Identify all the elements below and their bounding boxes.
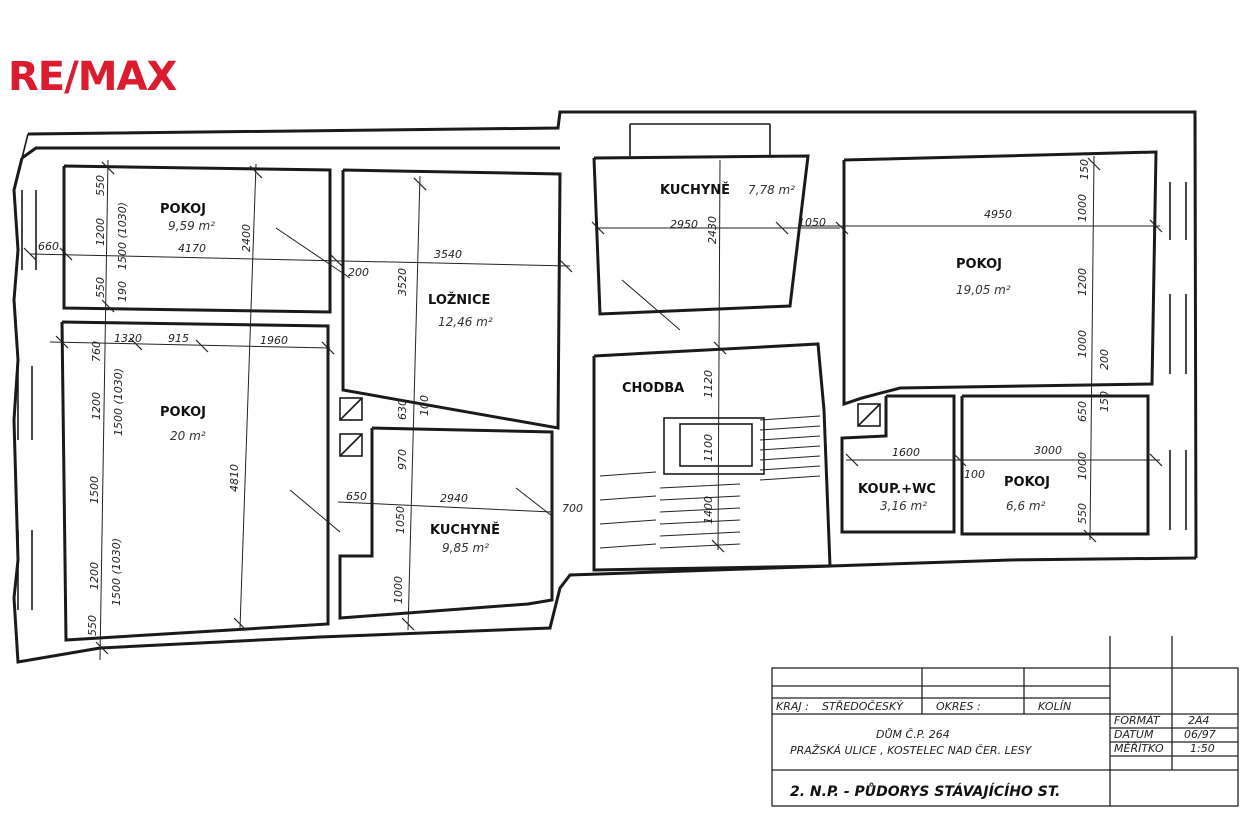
room-name: POKOJ	[956, 257, 1002, 272]
svg-text:4170: 4170	[178, 242, 206, 255]
svg-text:3520: 3520	[396, 268, 409, 296]
svg-text:150: 150	[1078, 159, 1091, 180]
svg-text:700: 700	[562, 502, 583, 515]
address: PRAŽSKÁ ULICE , KOSTELEC NAD ČER. LESY	[790, 744, 1033, 757]
room-name: LOŽNICE	[428, 292, 490, 308]
drawing-title: 2. N.P. - PŮDORYS STÁVAJÍCÍHO ST.	[790, 783, 1060, 800]
kraj-label: KRAJ :	[776, 700, 809, 713]
svg-text:2940: 2940	[440, 492, 468, 505]
svg-text:970: 970	[396, 449, 409, 470]
svg-text:4950: 4950	[984, 208, 1012, 221]
svg-text:200: 200	[348, 266, 369, 279]
room-area: 20 m²	[170, 429, 206, 443]
datum-value: 06/97	[1184, 728, 1216, 741]
svg-text:1600: 1600	[892, 446, 920, 459]
room-area: 7,78 m²	[748, 183, 795, 197]
svg-text:1000: 1000	[392, 576, 405, 604]
svg-text:650: 650	[346, 490, 367, 503]
stair-treads	[599, 415, 821, 549]
svg-text:1200: 1200	[88, 562, 101, 590]
room-name: KUCHYNĚ	[430, 522, 500, 538]
svg-text:915: 915	[168, 332, 189, 345]
kraj-value: STŘEDOČESKÝ	[822, 700, 904, 713]
room-area: 19,05 m²	[956, 283, 1011, 297]
room-name: KUCHYNĚ	[660, 182, 730, 198]
outer-walls	[12, 110, 1198, 664]
svg-text:1050: 1050	[394, 506, 407, 534]
svg-text:760: 760	[90, 341, 103, 362]
dimension-ticks	[23, 157, 1163, 655]
dimension-labels: 550 1200 1500 (1030) 2400 4170 660 550 1…	[38, 159, 1111, 636]
svg-text:650: 650	[1076, 401, 1089, 422]
svg-text:660: 660	[38, 240, 59, 253]
svg-text:1500 (1030): 1500 (1030)	[116, 202, 129, 270]
svg-text:550: 550	[1076, 503, 1089, 524]
datum-label: DATUM	[1114, 728, 1154, 741]
format-label: FORMÁT	[1114, 714, 1161, 727]
svg-text:550: 550	[86, 615, 99, 636]
okres-value: KOLÍN	[1038, 700, 1071, 713]
left-wing-walls	[17, 164, 562, 642]
svg-text:2400: 2400	[240, 224, 253, 252]
room-name: POKOJ	[160, 405, 206, 420]
svg-text:2430: 2430	[706, 216, 719, 244]
svg-text:3000: 3000	[1034, 444, 1062, 457]
svg-text:1320: 1320	[114, 332, 142, 345]
room-name: KOUP.+WC	[858, 482, 936, 497]
room-name: POKOJ	[160, 202, 206, 217]
room-area: 9,59 m²	[168, 219, 215, 233]
okres-label: OKRES :	[936, 700, 981, 713]
svg-text:1400: 1400	[702, 496, 715, 524]
room-area: 9,85 m²	[442, 541, 489, 555]
room-area: 6,6 m²	[1006, 499, 1046, 513]
svg-text:1200: 1200	[1076, 268, 1089, 296]
svg-text:1100: 1100	[702, 434, 715, 462]
svg-text:550: 550	[94, 175, 107, 196]
svg-text:100: 100	[418, 395, 431, 416]
room-name: POKOJ	[1004, 475, 1050, 490]
svg-text:190: 190	[116, 281, 129, 302]
svg-text:200: 200	[1098, 349, 1111, 370]
format-value: 2A4	[1188, 714, 1210, 727]
svg-text:1050: 1050	[798, 216, 826, 229]
dimension-lines	[29, 155, 1160, 661]
svg-text:1200: 1200	[90, 392, 103, 420]
room-labels: POKOJ 9,59 m² POKOJ 20 m² LOŽNICE 12,46 …	[160, 182, 1050, 555]
svg-text:1500 (1030): 1500 (1030)	[110, 538, 123, 606]
title-block: KRAJ : STŘEDOČESKÝ OKRES : KOLÍN DŮM Č.P…	[771, 636, 1239, 807]
right-wing-walls	[592, 123, 1187, 572]
meritko-label: MĚŘÍTKO	[1114, 742, 1164, 755]
room-area: 12,46 m²	[438, 315, 493, 329]
svg-text:1000: 1000	[1076, 330, 1089, 358]
svg-text:1500 (1030): 1500 (1030)	[112, 368, 125, 436]
svg-text:1120: 1120	[702, 370, 715, 398]
svg-text:4810: 4810	[228, 464, 241, 492]
room-area: 3,16 m²	[880, 499, 927, 513]
room-name: CHODBA	[622, 381, 684, 396]
svg-text:1960: 1960	[260, 334, 288, 347]
remax-logo: RE/MAX	[8, 54, 177, 100]
svg-text:2950: 2950	[670, 218, 698, 231]
svg-text:100: 100	[964, 468, 985, 481]
svg-text:1000: 1000	[1076, 452, 1089, 480]
svg-text:150: 150	[1098, 391, 1111, 412]
svg-text:1200: 1200	[94, 218, 107, 246]
house-number: DŮM Č.P. 264	[876, 728, 950, 741]
svg-text:1500: 1500	[88, 476, 101, 504]
svg-text:3540: 3540	[434, 248, 462, 261]
svg-text:550: 550	[94, 277, 107, 298]
meritko-value: 1:50	[1190, 742, 1215, 755]
svg-text:1000: 1000	[1076, 194, 1089, 222]
svg-text:630: 630	[396, 399, 409, 420]
